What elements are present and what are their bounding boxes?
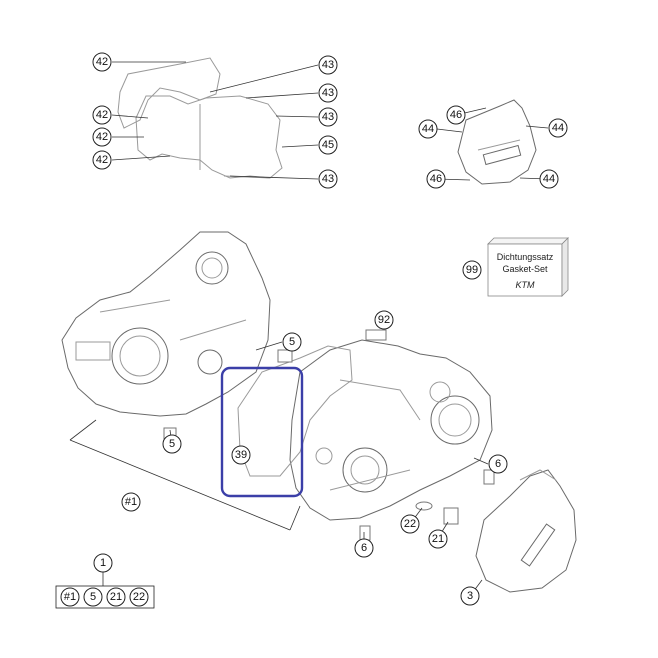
callout-39: 39 bbox=[231, 445, 251, 465]
ignition-cover-top bbox=[457, 99, 537, 185]
part-92-piece bbox=[365, 329, 387, 341]
svg-text:#1: #1 bbox=[64, 591, 76, 603]
callout-92: 92 bbox=[374, 310, 394, 330]
svg-text:21: 21 bbox=[110, 591, 122, 603]
gasket-group-top bbox=[117, 57, 283, 179]
callout-21: 21 bbox=[428, 529, 448, 549]
svg-text:42: 42 bbox=[96, 109, 108, 121]
callout-45: 45 bbox=[318, 135, 338, 155]
kit-item-3: 22 bbox=[129, 587, 149, 607]
svg-text:46: 46 bbox=[430, 173, 442, 185]
callout-46-b: 46 bbox=[426, 169, 446, 189]
svg-text:43: 43 bbox=[322, 87, 334, 99]
callout-42-b: 42 bbox=[92, 105, 112, 125]
washer-22 bbox=[415, 501, 433, 511]
clutch-cover bbox=[475, 469, 577, 593]
center-gasket bbox=[237, 345, 353, 477]
svg-text:5: 5 bbox=[169, 438, 175, 450]
svg-text:44: 44 bbox=[543, 173, 555, 185]
svg-text:39: 39 bbox=[235, 449, 247, 461]
svg-text:43: 43 bbox=[322, 59, 334, 71]
callout-44-a: 44 bbox=[418, 119, 438, 139]
svg-text:46: 46 bbox=[450, 109, 462, 121]
screw-6-right bbox=[483, 469, 495, 485]
kit-item-1: 5 bbox=[83, 587, 103, 607]
callout-6-b: 6 bbox=[354, 538, 374, 558]
callout-42-c: 42 bbox=[92, 127, 112, 147]
callout-44-b: 44 bbox=[548, 118, 568, 138]
svg-text:5: 5 bbox=[90, 591, 96, 603]
svg-text:1: 1 bbox=[100, 557, 106, 569]
gasket-set-label-de: Dichtungssatz bbox=[497, 252, 554, 262]
callout-43-a: 43 bbox=[318, 55, 338, 75]
kit-item-0: #1 bbox=[60, 587, 80, 607]
svg-text:5: 5 bbox=[289, 336, 295, 348]
dowel-sleeve bbox=[277, 349, 293, 363]
callout-3: 3 bbox=[460, 586, 480, 606]
screw-6-bottom bbox=[359, 525, 371, 541]
svg-text:42: 42 bbox=[96, 131, 108, 143]
callout-43-d: 43 bbox=[318, 169, 338, 189]
kit-contents: #1 5 21 22 bbox=[60, 587, 149, 607]
svg-text:43: 43 bbox=[322, 173, 334, 185]
svg-text:44: 44 bbox=[552, 122, 564, 134]
callout-42-d: 42 bbox=[92, 150, 112, 170]
svg-text:6: 6 bbox=[495, 458, 501, 470]
callout-43-b: 43 bbox=[318, 83, 338, 103]
callout-99: 99 bbox=[462, 260, 482, 280]
callout-1: 1 bbox=[93, 553, 113, 573]
callout-1-main: #1 bbox=[121, 492, 141, 512]
plug-21 bbox=[443, 507, 459, 525]
svg-text:99: 99 bbox=[466, 264, 478, 276]
callout-6-a: 6 bbox=[488, 454, 508, 474]
callout-44-c: 44 bbox=[539, 169, 559, 189]
callout-22: 22 bbox=[400, 514, 420, 534]
svg-text:21: 21 bbox=[432, 533, 444, 545]
crankcase-left bbox=[61, 231, 271, 417]
callout-46-a: 46 bbox=[446, 105, 466, 125]
kit-item-2: 21 bbox=[106, 587, 126, 607]
ktm-logo: KTM bbox=[516, 280, 536, 290]
gasket-set-label-en: Gasket-Set bbox=[502, 264, 548, 274]
svg-text:44: 44 bbox=[422, 123, 434, 135]
kit-legend-box bbox=[55, 585, 155, 609]
svg-text:6: 6 bbox=[361, 542, 367, 554]
svg-text:42: 42 bbox=[96, 56, 108, 68]
crankcase-right bbox=[289, 339, 493, 521]
svg-text:22: 22 bbox=[133, 591, 145, 603]
svg-text:45: 45 bbox=[322, 139, 334, 151]
callout-5-a: 5 bbox=[282, 332, 302, 352]
callout-43-c: 43 bbox=[318, 107, 338, 127]
callout-5-b: 5 bbox=[162, 434, 182, 454]
svg-text:22: 22 bbox=[404, 518, 416, 530]
callout-42-a: 42 bbox=[92, 52, 112, 72]
svg-text:#1: #1 bbox=[125, 496, 137, 508]
svg-text:92: 92 bbox=[378, 314, 390, 326]
svg-text:3: 3 bbox=[467, 590, 473, 602]
highlight-box bbox=[220, 366, 304, 498]
svg-text:42: 42 bbox=[96, 154, 108, 166]
gasket-set-box: Dichtungssatz Gasket-Set KTM bbox=[487, 237, 569, 297]
svg-text:43: 43 bbox=[322, 111, 334, 123]
leader-lines bbox=[69, 61, 549, 597]
